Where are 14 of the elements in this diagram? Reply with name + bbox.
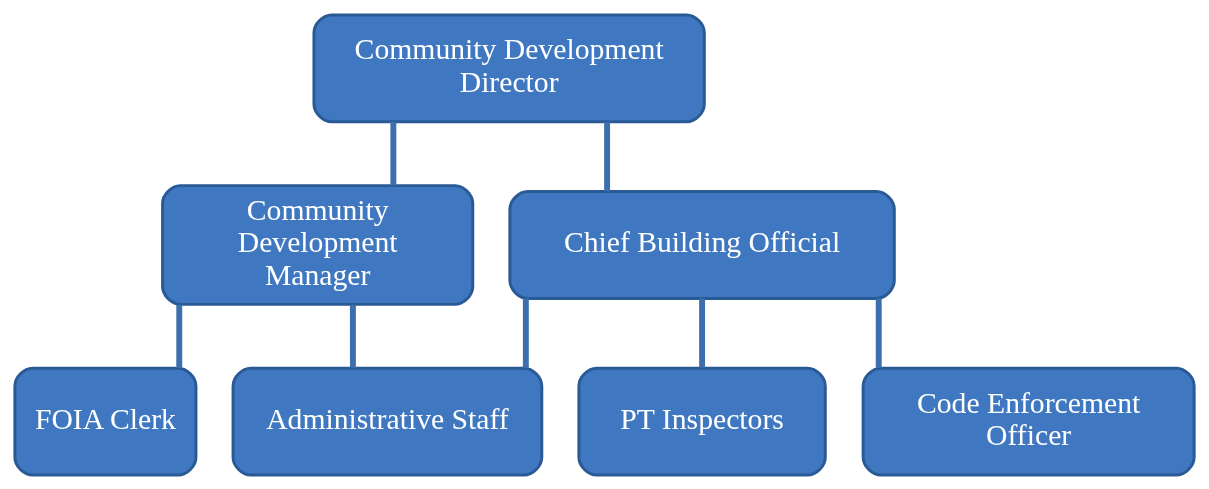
node-box: Code Enforcement Officer <box>861 366 1196 477</box>
connector <box>875 298 882 368</box>
node-box: PT Inspectors <box>577 366 827 477</box>
node-box: Administrative Staff <box>231 366 544 477</box>
node-box: Chief Building Official <box>508 189 896 300</box>
node-box: FOIA Clerk <box>13 366 198 477</box>
node-box: Community Development Director <box>312 12 706 123</box>
connector <box>604 121 611 191</box>
connector <box>522 298 529 368</box>
connector <box>390 121 397 186</box>
connector <box>699 298 706 368</box>
node-box: Community Development Manager <box>161 183 475 306</box>
connector <box>349 304 356 368</box>
connector <box>176 304 183 368</box>
